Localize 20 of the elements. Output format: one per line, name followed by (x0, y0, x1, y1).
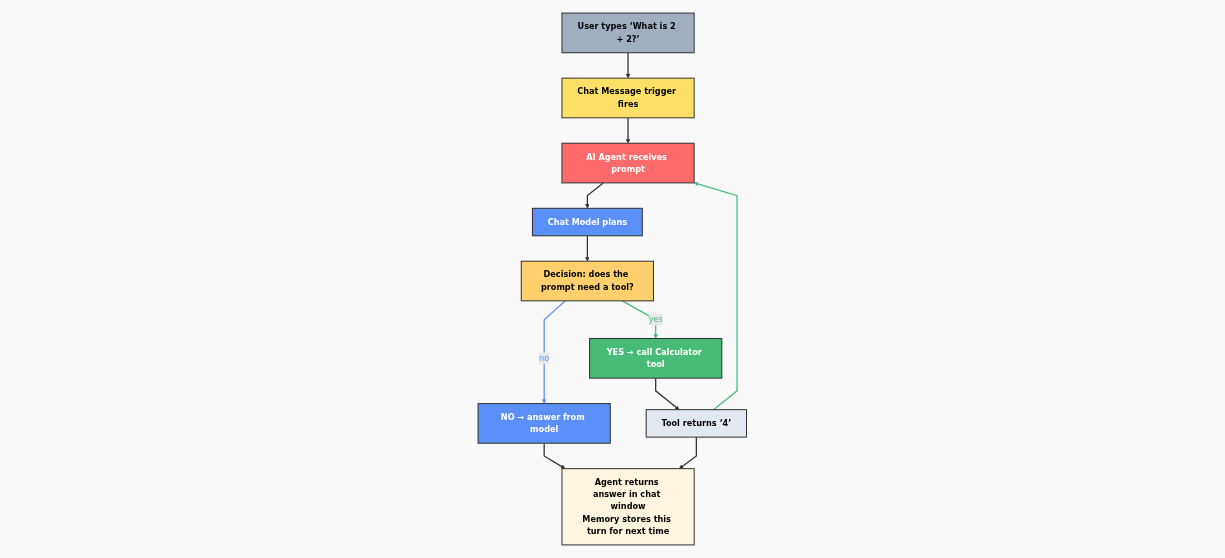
arrow (679, 436, 698, 469)
node-box: YES → call Calculator tool (589, 337, 723, 379)
node-box: Tool returns ‘4’ (645, 409, 748, 438)
node-box: Chat Message trigger fires (561, 77, 695, 119)
arrow (585, 235, 590, 262)
arrow (694, 181, 738, 411)
arrow (585, 182, 605, 209)
arrow (626, 52, 631, 79)
node-box: NO → answer from model (477, 403, 611, 444)
edge-label: yes (648, 314, 663, 325)
node-box: Chat Model plans (532, 207, 644, 237)
node-box: AI Agent receives prompt (561, 142, 695, 184)
arrow (543, 442, 566, 469)
edge-label: no (539, 353, 550, 363)
arrow (542, 300, 567, 404)
arrow (655, 377, 680, 410)
arrow (626, 117, 631, 144)
node-box: User types ‘What is 2 + 2?’ (561, 12, 695, 54)
node-box: Decision: does the prompt need a tool? (520, 260, 655, 302)
node-box: Agent returns answer in chat window Memory stores this turn for next time (561, 468, 695, 546)
